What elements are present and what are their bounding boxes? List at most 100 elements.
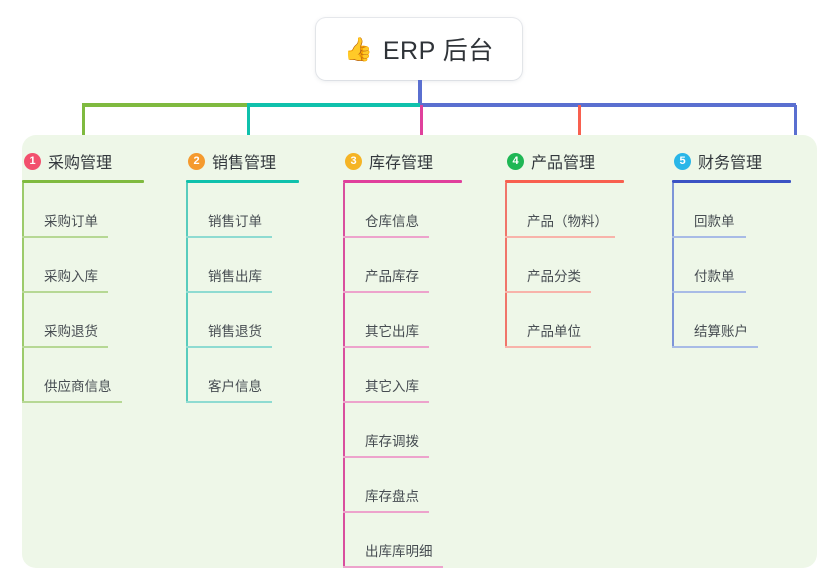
column-drop-5 [794,105,797,135]
column-title-4: 产品管理 [531,155,596,172]
list-item-rule [186,346,272,348]
list-item-rule [22,291,108,293]
list-item-rule [672,291,746,293]
list-item[interactable]: 产品库存 [343,238,462,293]
bus-segment-1 [82,103,247,107]
list-item[interactable]: 供应商信息 [22,348,144,403]
list-item-label: 结算账户 [694,324,748,339]
list-item-rule [186,291,272,293]
column-rule-4 [505,180,624,183]
list-item-rule [186,401,272,403]
list-item[interactable]: 销售出库 [186,238,299,293]
root-node-card[interactable]: 👍 ERP 后台 [316,18,522,80]
column-header-2[interactable]: 2 销售管理 [186,147,299,175]
column-4: 4 产品管理产品（物料） 产品分类产品单位 [505,147,624,348]
column-badge-1: 1 [24,152,41,170]
column-title-3: 库存管理 [369,155,434,172]
list-item-label: 产品单位 [527,324,581,339]
column-badge-2: 2 [188,152,205,170]
column-drop-3 [420,105,423,135]
list-item-label: 产品（物料） [527,214,608,229]
column-spine-5 [672,183,674,348]
column-2: 2 销售管理销售订单销售出库销售退货客户信息 [186,147,299,403]
root-connector-stem [418,80,422,105]
list-item[interactable]: 产品（物料） [505,183,624,238]
list-item-label: 库存调拨 [365,434,419,449]
list-item[interactable]: 库存调拨 [343,403,462,458]
list-item-label: 销售出库 [208,269,262,284]
list-item-rule [505,346,591,348]
column-badge-4: 4 [507,152,524,170]
list-item[interactable]: 付款单 [672,238,791,293]
column-badge-3: 3 [345,152,362,170]
column-spine-4 [505,183,507,348]
list-item-rule [22,236,108,238]
list-item-rule [22,401,122,403]
column-drop-4 [578,105,581,135]
list-item-rule [505,236,615,238]
column-3: 3 库存管理仓库信息产品库存其它出库其它入库库存调拨库存盘点出库库明细 [343,147,462,568]
list-item-label: 销售退货 [208,324,262,339]
column-drop-1 [82,105,85,135]
list-item-rule [672,346,758,348]
column-header-3[interactable]: 3 库存管理 [343,147,462,175]
list-item-rule [22,346,108,348]
list-item-label: 仓库信息 [365,214,419,229]
list-item[interactable]: 采购入库 [22,238,144,293]
list-item-rule [343,346,429,348]
list-item-rule [505,291,591,293]
list-item[interactable]: 结算账户 [672,293,791,348]
list-item[interactable]: 采购退货 [22,293,144,348]
column-items-4: 产品（物料） 产品分类产品单位 [505,183,624,348]
list-item-label: 产品库存 [365,269,419,284]
list-item-rule [672,236,746,238]
column-badge-5: 5 [674,152,691,170]
list-item[interactable]: 回款单 [672,183,791,238]
list-item[interactable]: 产品分类 [505,238,624,293]
column-items-2: 销售订单销售出库销售退货客户信息 [186,183,299,403]
list-item[interactable]: 其它入库 [343,348,462,403]
list-item[interactable]: 出库库明细 [343,513,462,568]
list-item-label: 采购订单 [44,214,98,229]
list-item[interactable]: 其它出库 [343,293,462,348]
root-title: ERP 后台 [382,37,494,65]
list-item[interactable]: 客户信息 [186,348,299,403]
list-item-label: 供应商信息 [44,379,112,394]
list-item[interactable]: 产品单位 [505,293,624,348]
list-item-rule [343,401,429,403]
list-item[interactable]: 销售退货 [186,293,299,348]
list-item[interactable]: 销售订单 [186,183,299,238]
column-items-5: 回款单付款单结算账户 [672,183,791,348]
thumbs-up-icon: 👍 [344,35,373,62]
list-item[interactable]: 仓库信息 [343,183,462,238]
list-item-label: 采购入库 [44,269,98,284]
list-item-label: 回款单 [694,214,735,229]
column-rule-5 [672,180,791,183]
list-item-label: 销售订单 [208,214,262,229]
column-rule-3 [343,180,462,183]
list-item-rule [343,291,429,293]
list-item-label: 出库库明细 [365,544,433,559]
column-header-4[interactable]: 4 产品管理 [505,147,624,175]
list-item[interactable]: 采购订单 [22,183,144,238]
list-item-label: 客户信息 [208,379,262,394]
column-items-1: 采购订单采购入库采购退货供应商信息 [22,183,144,403]
bus-segment-2 [247,103,420,107]
list-item-rule [343,236,429,238]
column-title-2: 销售管理 [212,155,277,172]
column-drop-2 [247,105,250,135]
list-item-rule [343,566,443,568]
list-item[interactable]: 库存盘点 [343,458,462,513]
column-items-3: 仓库信息产品库存其它出库其它入库库存调拨库存盘点出库库明细 [343,183,462,568]
column-spine-2 [186,183,188,403]
list-item-label: 付款单 [694,269,735,284]
list-item-rule [343,511,429,513]
list-item-rule [343,456,429,458]
column-rule-1 [22,180,144,183]
list-item-rule [186,236,272,238]
